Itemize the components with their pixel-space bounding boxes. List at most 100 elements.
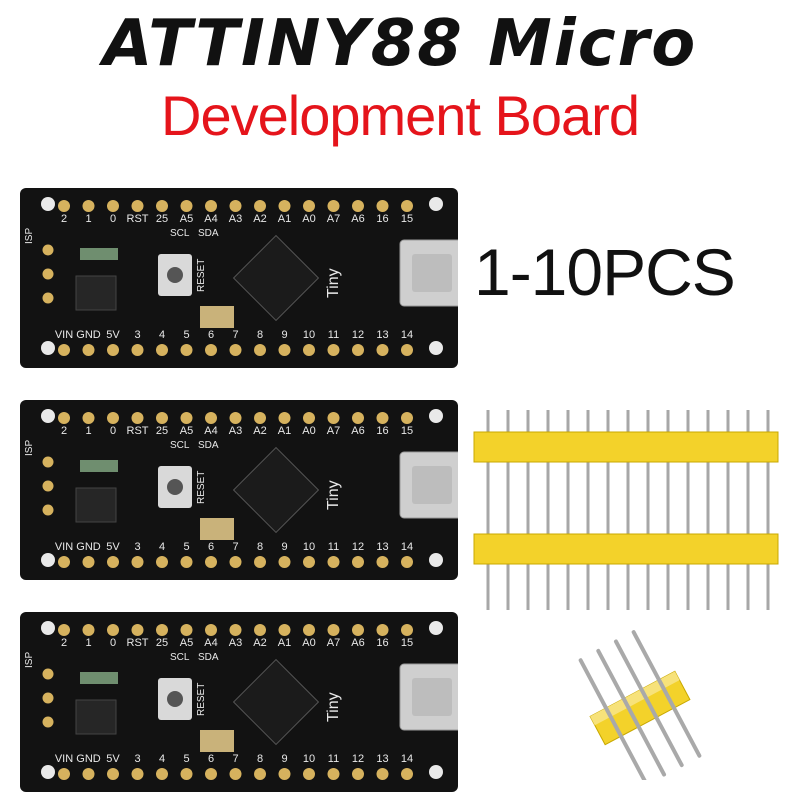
pin-label-bottom: 14 — [401, 329, 413, 341]
pad-top — [254, 412, 266, 424]
isp-pad — [42, 668, 54, 680]
svg-text:RESET: RESET — [196, 683, 207, 716]
pad-bottom — [278, 768, 291, 780]
header-plastic — [473, 533, 779, 565]
pin-label-top: A2 — [253, 213, 266, 225]
pad-bottom — [180, 556, 193, 568]
pad-bottom — [229, 556, 242, 568]
pin-label-top: A3 — [229, 425, 242, 437]
pad-bottom — [278, 344, 291, 356]
pad-bottom — [107, 768, 119, 780]
pin-label-bottom: 4 — [159, 753, 165, 765]
pin-label-top: A0 — [302, 637, 315, 649]
svg-text:SDA: SDA — [198, 228, 219, 239]
pad-top — [58, 624, 70, 636]
svg-text:RESET: RESET — [196, 259, 207, 292]
pad-bottom — [131, 344, 144, 356]
isp-pad — [42, 692, 54, 704]
pin-label-bottom: 5V — [106, 329, 120, 341]
pad-bottom — [180, 768, 193, 780]
pad-top — [376, 624, 389, 636]
pin-label-top: 25 — [156, 425, 168, 437]
pin-label-bottom: VIN — [55, 329, 73, 341]
pad-bottom — [327, 556, 340, 568]
svg-text:Tiny: Tiny — [325, 480, 342, 510]
pin-label-bottom: 6 — [208, 541, 214, 553]
pin-label-bottom: 4 — [159, 329, 165, 341]
pin-label-bottom: 7 — [232, 753, 238, 765]
pin-label-top: A4 — [204, 637, 217, 649]
pad-top — [229, 624, 242, 636]
pad-bottom — [278, 556, 291, 568]
pad-bottom — [254, 556, 266, 568]
pin-label-top: A7 — [327, 637, 340, 649]
pad-top — [82, 200, 95, 212]
pin-label-bottom: VIN — [55, 753, 73, 765]
pad-top — [278, 412, 291, 424]
pad-top — [303, 624, 315, 636]
pin-label-top: 0 — [110, 637, 116, 649]
pad-bottom — [107, 556, 119, 568]
pad-bottom — [156, 556, 168, 568]
svg-text:SCL: SCL — [170, 228, 190, 239]
pad-top — [205, 624, 217, 636]
pin-label-bottom: 8 — [257, 753, 263, 765]
pin-label-bottom: 5V — [106, 541, 120, 553]
pad-top — [205, 200, 217, 212]
pin-label-bottom: 8 — [257, 329, 263, 341]
pin-label-bottom: VIN — [55, 541, 73, 553]
pin-label-top: A2 — [253, 637, 266, 649]
pad-bottom — [180, 344, 193, 356]
pin-label-top: A5 — [180, 213, 193, 225]
pin-label-bottom: 13 — [376, 753, 388, 765]
pad-top — [82, 412, 95, 424]
pad-bottom — [156, 768, 168, 780]
pin-headers-svg — [473, 390, 779, 612]
isp-pad — [42, 244, 54, 256]
pad-top — [180, 412, 193, 424]
pad-bottom — [107, 344, 119, 356]
pin-label-top: RST — [127, 213, 149, 225]
isp-pad — [42, 480, 54, 492]
pad-bottom — [205, 768, 217, 780]
pin-label-top: 1 — [85, 213, 91, 225]
pad-bottom — [376, 344, 389, 356]
pin-label-top: RST — [127, 425, 149, 437]
pad-bottom — [352, 768, 364, 780]
pin-label-top: 0 — [110, 425, 116, 437]
pin-label-top: A4 — [204, 213, 217, 225]
isp-pad — [42, 268, 54, 280]
pad-bottom — [229, 344, 242, 356]
pad-top — [352, 624, 364, 636]
pad-top — [352, 412, 364, 424]
pad-top — [327, 624, 340, 636]
pin-label-top: 15 — [401, 425, 413, 437]
pad-bottom — [376, 556, 389, 568]
pad-bottom — [58, 768, 70, 780]
pin-label-top: A2 — [253, 425, 266, 437]
pin-label-bottom: 10 — [303, 753, 315, 765]
svg-text:Tiny: Tiny — [325, 692, 342, 722]
pad-bottom — [131, 768, 144, 780]
pin-headers-image — [470, 390, 790, 612]
pad-top — [229, 412, 242, 424]
pad-top — [82, 624, 95, 636]
pin-label-top: 25 — [156, 213, 168, 225]
pin-label-top: 15 — [401, 213, 413, 225]
pin-label-top: A3 — [229, 637, 242, 649]
pin-label-top: 2 — [61, 425, 67, 437]
pin-block-svg — [578, 630, 702, 786]
pin-label-bottom: 7 — [232, 541, 238, 553]
pad-top — [376, 412, 389, 424]
pin-label-bottom: 10 — [303, 541, 315, 553]
pin-label-bottom: GND — [76, 329, 101, 341]
pad-top — [401, 624, 413, 636]
pin-label-bottom: 9 — [281, 541, 287, 553]
